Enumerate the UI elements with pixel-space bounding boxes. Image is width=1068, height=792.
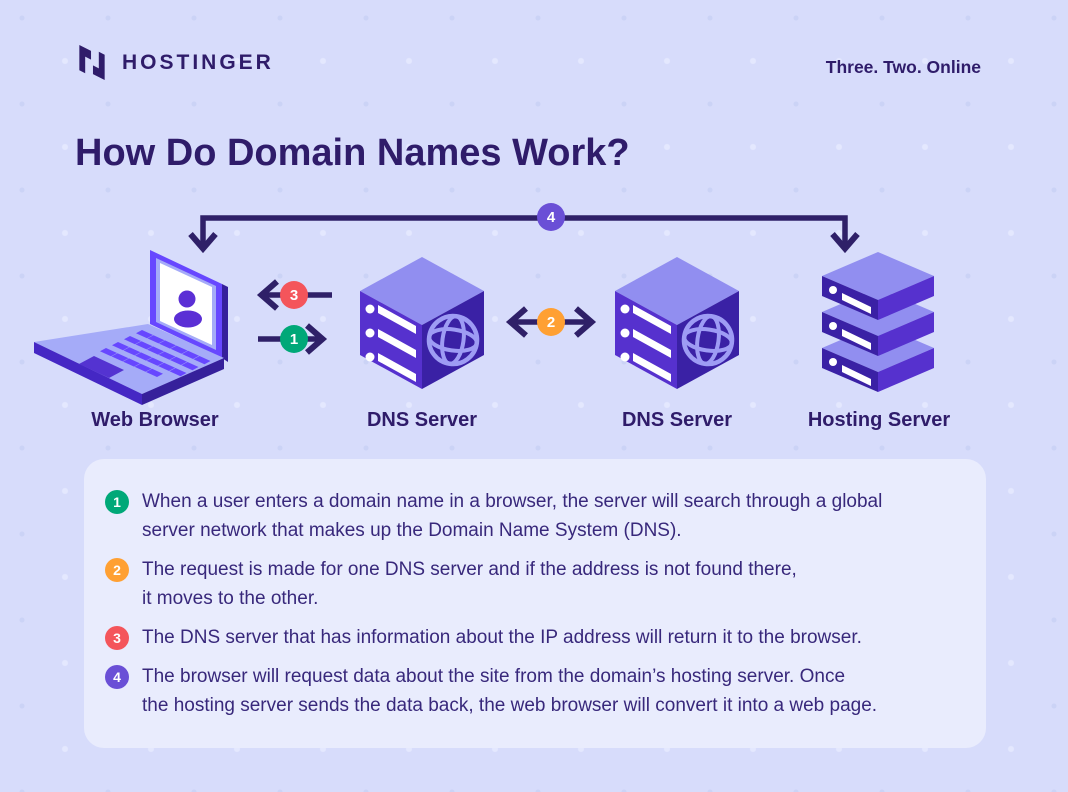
step-text-2: The request is made for one DNS server a… (142, 559, 797, 609)
user-avatar-icon (178, 290, 196, 308)
dns-cube-icon (615, 257, 739, 389)
diagram-badge-4: 4 (537, 203, 565, 231)
diagram-badge-3: 3 (280, 281, 308, 309)
step-badge-4: 4 (105, 665, 129, 689)
brand-name: HOSTINGER (122, 50, 274, 74)
step-badge-2: 2 (105, 558, 129, 582)
step-text-4: The browser will request data about the … (142, 666, 878, 716)
steps-panel: 1 When a user enters a domain name in a … (84, 459, 986, 748)
step-text-1: When a user enters a domain name in a br… (142, 491, 883, 541)
hostinger-logo-icon (79, 44, 105, 81)
node-label-web-browser: Web Browser (91, 409, 219, 431)
step-badge-1: 1 (105, 490, 129, 514)
page-title: How Do Domain Names Work? (75, 132, 630, 174)
diagram-badge-2: 2 (537, 308, 565, 336)
server-stack-icon (822, 252, 934, 392)
step-badge-3: 3 (105, 626, 129, 650)
step-row-1: 1 When a user enters a domain name in a … (105, 487, 960, 545)
node-label-dns-server-2: DNS Server (621, 409, 733, 431)
keyboard-keys (100, 330, 211, 377)
tagline: Three. Two. Online (825, 57, 981, 77)
dns-cube-icon (360, 257, 484, 389)
hostinger-logo: HOSTINGER (75, 44, 274, 81)
step-row-3: 3 The DNS server that has information ab… (105, 623, 960, 652)
step-row-4: 4 The browser will request data about th… (105, 662, 960, 720)
node-label-dns-server-1: DNS Server (366, 409, 478, 431)
arrow-4-icon (188, 215, 860, 254)
node-label-hosting-server: Hosting Server (807, 409, 951, 431)
step-row-2: 2 The request is made for one DNS server… (105, 555, 960, 613)
laptop-browser-icon (34, 250, 228, 405)
step-text-3: The DNS server that has information abou… (142, 627, 862, 648)
diagram-badge-1: 1 (280, 325, 308, 353)
